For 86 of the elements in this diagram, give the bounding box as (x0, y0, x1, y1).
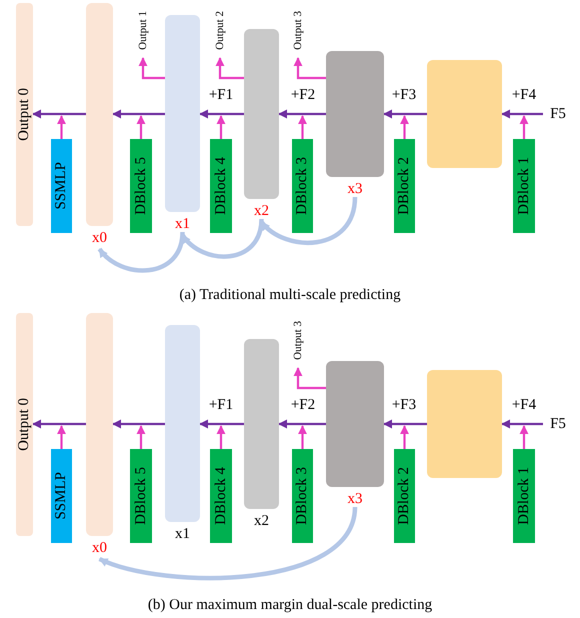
feature-sum-label: +F1 (208, 396, 234, 414)
block-label: SSMLP (54, 472, 69, 520)
arrow (278, 420, 326, 428)
arrow (383, 110, 427, 118)
feature-block (427, 370, 502, 478)
decoder-block (292, 449, 313, 543)
decoder-block (210, 449, 232, 543)
arrow (32, 420, 86, 428)
block-label: DBlock 1 (516, 157, 532, 215)
decoder-block (292, 139, 313, 233)
input-label: F5 (550, 105, 566, 123)
arrow (501, 420, 543, 428)
feature-sum-label: +F4 (512, 396, 536, 414)
arrow (199, 420, 244, 428)
arrow (216, 115, 226, 139)
arrow (112, 420, 165, 428)
feature-label: x0 (92, 539, 107, 557)
feature-label: x1 (175, 525, 190, 543)
output-label: Output 0 (17, 88, 32, 141)
arrow (298, 425, 307, 449)
output-label: Output 3 (292, 320, 304, 360)
arrow (136, 425, 146, 449)
feature-sum-label: +F3 (392, 86, 416, 104)
arrow (400, 425, 409, 449)
output-label: Output 3 (292, 10, 304, 50)
block-label: DBlock 5 (134, 467, 148, 525)
block-label: DBlock 3 (295, 157, 310, 215)
arrow (216, 425, 226, 449)
feature-sum-label: +F2 (290, 86, 316, 104)
mlp-block (51, 139, 72, 233)
block-label: DBlock 4 (214, 467, 228, 525)
block-label: DBlock 3 (295, 467, 310, 525)
feature-label: x2 (254, 512, 269, 530)
output-bar (16, 313, 33, 536)
output-label: Output 1 (138, 10, 148, 50)
arrow (294, 57, 326, 80)
feature-label: x2 (254, 202, 269, 220)
output-bar (16, 3, 33, 226)
block-label: DBlock 4 (214, 157, 228, 215)
decoder-block (513, 449, 535, 543)
arrow (501, 110, 543, 118)
block-label: SSMLP (54, 162, 69, 210)
feature-sum-label: +F3 (392, 396, 416, 414)
decoder-block (130, 139, 152, 233)
mlp-block (51, 449, 72, 543)
curved-arrow (180, 218, 264, 259)
arrow (278, 110, 326, 118)
block-label: DBlock 5 (134, 157, 148, 215)
feature-block (427, 60, 502, 168)
decoder-block (130, 449, 152, 543)
arrow (294, 367, 326, 390)
decoder-block (513, 139, 535, 233)
arrow (298, 115, 307, 139)
curved-arrow (98, 232, 185, 273)
arrow (57, 425, 66, 449)
feature-label: x0 (92, 229, 107, 247)
caption: (b) Our maximum margin dual-scale predicting (148, 596, 432, 614)
decoder-block (210, 139, 232, 233)
output-label: Output 2 (214, 10, 226, 50)
arrow (383, 420, 427, 428)
arrow (400, 115, 409, 139)
curved-arrow (98, 506, 358, 580)
decoder-block (394, 139, 415, 233)
arrow (520, 115, 528, 139)
feature-sum-label: +F1 (208, 86, 234, 104)
arrow (112, 110, 165, 118)
feature-label: x1 (175, 215, 190, 233)
input-label: F5 (550, 415, 566, 433)
output-label: Output 0 (17, 398, 32, 451)
feature-label: x3 (348, 490, 362, 508)
curved-arrow (260, 196, 358, 245)
arrow (32, 110, 86, 118)
caption: (a) Traditional multi-scale predicting (179, 286, 401, 304)
feature-sum-label: +F4 (512, 86, 536, 104)
block-label: DBlock 1 (516, 467, 532, 525)
arrow (138, 57, 165, 80)
feature-sum-label: +F2 (290, 396, 316, 414)
decoder-block (394, 449, 415, 543)
block-label: DBlock 2 (397, 467, 412, 525)
arrow (216, 57, 244, 80)
arrow (57, 115, 66, 139)
block-label: DBlock 2 (397, 157, 412, 215)
arrow (199, 110, 244, 118)
feature-label: x3 (348, 180, 362, 198)
arrow (520, 425, 528, 449)
arrow (136, 115, 146, 139)
